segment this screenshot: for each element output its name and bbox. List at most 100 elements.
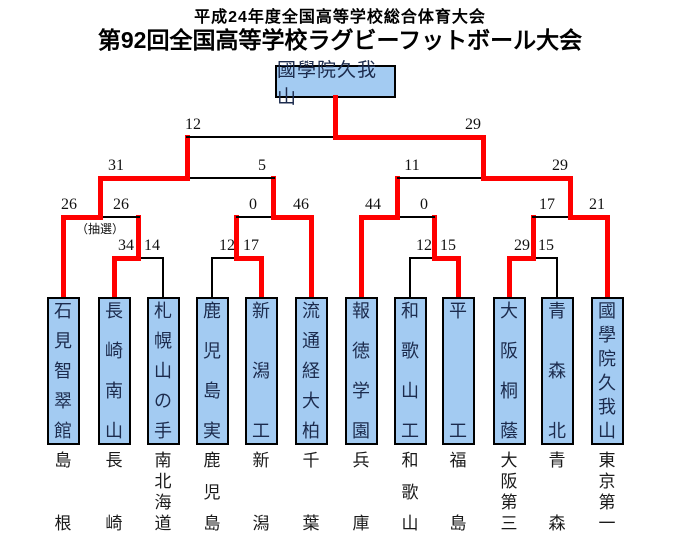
team-name-char: 手 — [154, 421, 172, 441]
winner-path-line — [431, 255, 461, 261]
bracket-line — [409, 257, 435, 259]
team-box: 報徳学園 — [344, 297, 378, 445]
team-name-char: 工 — [401, 421, 419, 441]
tournament-subtitle: 平成24年度全国高等学校総合体育大会 — [194, 9, 486, 26]
prefecture-char: 崎 — [105, 514, 123, 533]
winner-path-line — [530, 214, 536, 261]
team-name-char: 我 — [598, 397, 616, 417]
prefecture-char: 児 — [203, 482, 221, 502]
prefecture-label: 鹿児島 — [195, 452, 229, 532]
prefecture-char: 海 — [154, 493, 172, 512]
winner-path-line — [567, 175, 573, 220]
score-label: 21 — [589, 196, 605, 213]
bracket-line — [235, 216, 275, 218]
team-name-char: 報 — [352, 301, 370, 321]
score-label: 29 — [465, 116, 481, 133]
score-label: 12 — [219, 237, 235, 254]
prefecture-char: 三 — [500, 514, 518, 533]
prefecture-char: 葉 — [302, 514, 320, 533]
prefecture-char: 道 — [154, 514, 172, 533]
bracket-line — [556, 257, 558, 300]
prefecture-char: 歌 — [401, 482, 419, 502]
champion-box: 國學院久我山 — [275, 60, 396, 108]
prefecture-char: 島 — [54, 451, 72, 470]
prefecture-char: 東 — [598, 451, 616, 470]
winner-path-line — [481, 134, 487, 181]
team-name-char: 青 — [548, 301, 566, 321]
prefecture-char: 大 — [500, 451, 518, 470]
bracket-line — [186, 177, 275, 179]
winner-path-line — [358, 214, 364, 302]
score-label: 0 — [249, 196, 257, 213]
team-name-char: 徳 — [352, 341, 370, 361]
team-name-char: 島 — [203, 381, 221, 401]
prefecture-char: 南 — [154, 451, 172, 470]
bracket-line — [99, 216, 140, 218]
team-name-char: 山 — [105, 421, 123, 441]
winner-path-line — [506, 255, 536, 261]
prefecture-char: 長 — [105, 451, 123, 470]
prefecture-char: 一 — [598, 514, 616, 533]
team-name-char: 経 — [302, 361, 320, 381]
team-name-char: 智 — [54, 361, 72, 381]
winner-path-line — [333, 94, 338, 140]
team-name-char: 新 — [252, 301, 270, 321]
prefecture-label: 千葉 — [294, 452, 328, 532]
team-name-char: 工 — [252, 421, 270, 441]
score-label: 26 — [113, 196, 129, 213]
winner-path-line — [308, 214, 314, 302]
team-name-char: 潟 — [252, 361, 270, 381]
team-name-char: 大 — [500, 301, 518, 321]
team-name-char: 蔭 — [500, 421, 518, 441]
prefecture-char: 兵 — [352, 451, 370, 470]
team-name-char: 山 — [598, 421, 616, 441]
winner-path-line — [136, 214, 141, 261]
team-name-char: 鹿 — [203, 301, 221, 321]
team-name-char: 阪 — [500, 341, 518, 361]
team-name-char: 山 — [401, 381, 419, 401]
winner-path-line — [60, 214, 66, 302]
score-label: 44 — [365, 196, 381, 213]
team-name-char: 見 — [54, 331, 72, 351]
team-box: 新潟工 — [244, 297, 278, 445]
draw-note: （抽選） — [75, 222, 124, 236]
team-box: 青森北 — [540, 297, 574, 445]
bracket-line — [396, 177, 485, 179]
score-label: 15 — [538, 237, 554, 254]
team-box: 和歌山工 — [393, 297, 427, 445]
winner-path-line — [455, 255, 461, 302]
winner-path-line — [567, 214, 610, 220]
prefecture-char: 島 — [203, 514, 221, 533]
prefecture-char: 島 — [449, 514, 467, 533]
winner-path-line — [98, 175, 190, 181]
score-label: 12 — [416, 237, 432, 254]
team-box: 平工 — [441, 297, 475, 445]
team-name-char: 桐 — [500, 381, 518, 401]
prefecture-label: 和歌山 — [393, 452, 427, 532]
winner-path-line — [271, 214, 314, 220]
prefecture-char: 福 — [449, 451, 467, 470]
team-box: 大阪桐蔭 — [492, 297, 526, 445]
score-label: 11 — [404, 157, 420, 174]
prefecture-char: 京 — [598, 472, 616, 491]
team-box: 石見智翠館 — [46, 297, 80, 445]
team-box: 國學院久我山 — [590, 297, 624, 445]
score-label: 14 — [144, 237, 160, 254]
prefecture-char: 青 — [548, 451, 566, 470]
prefecture-label: 東京第一 — [590, 452, 624, 532]
score-label: 31 — [108, 157, 124, 174]
winner-path-line — [258, 255, 264, 302]
score-label: 46 — [293, 196, 309, 213]
winner-path-line — [234, 214, 239, 261]
score-label: 17 — [539, 196, 555, 213]
score-label: 29 — [514, 237, 530, 254]
team-name-char: 和 — [401, 301, 419, 321]
team-name-char: 院 — [598, 349, 616, 369]
bracket-line — [186, 136, 337, 138]
winner-path-line — [481, 175, 573, 181]
team-name-char: 平 — [449, 301, 467, 321]
winner-path-line — [431, 214, 437, 261]
winner-path-line — [506, 255, 512, 302]
tournament-title: 第92回全国高等学校ラグビーフットボール大会 — [97, 27, 583, 53]
bracket-line — [396, 216, 435, 218]
